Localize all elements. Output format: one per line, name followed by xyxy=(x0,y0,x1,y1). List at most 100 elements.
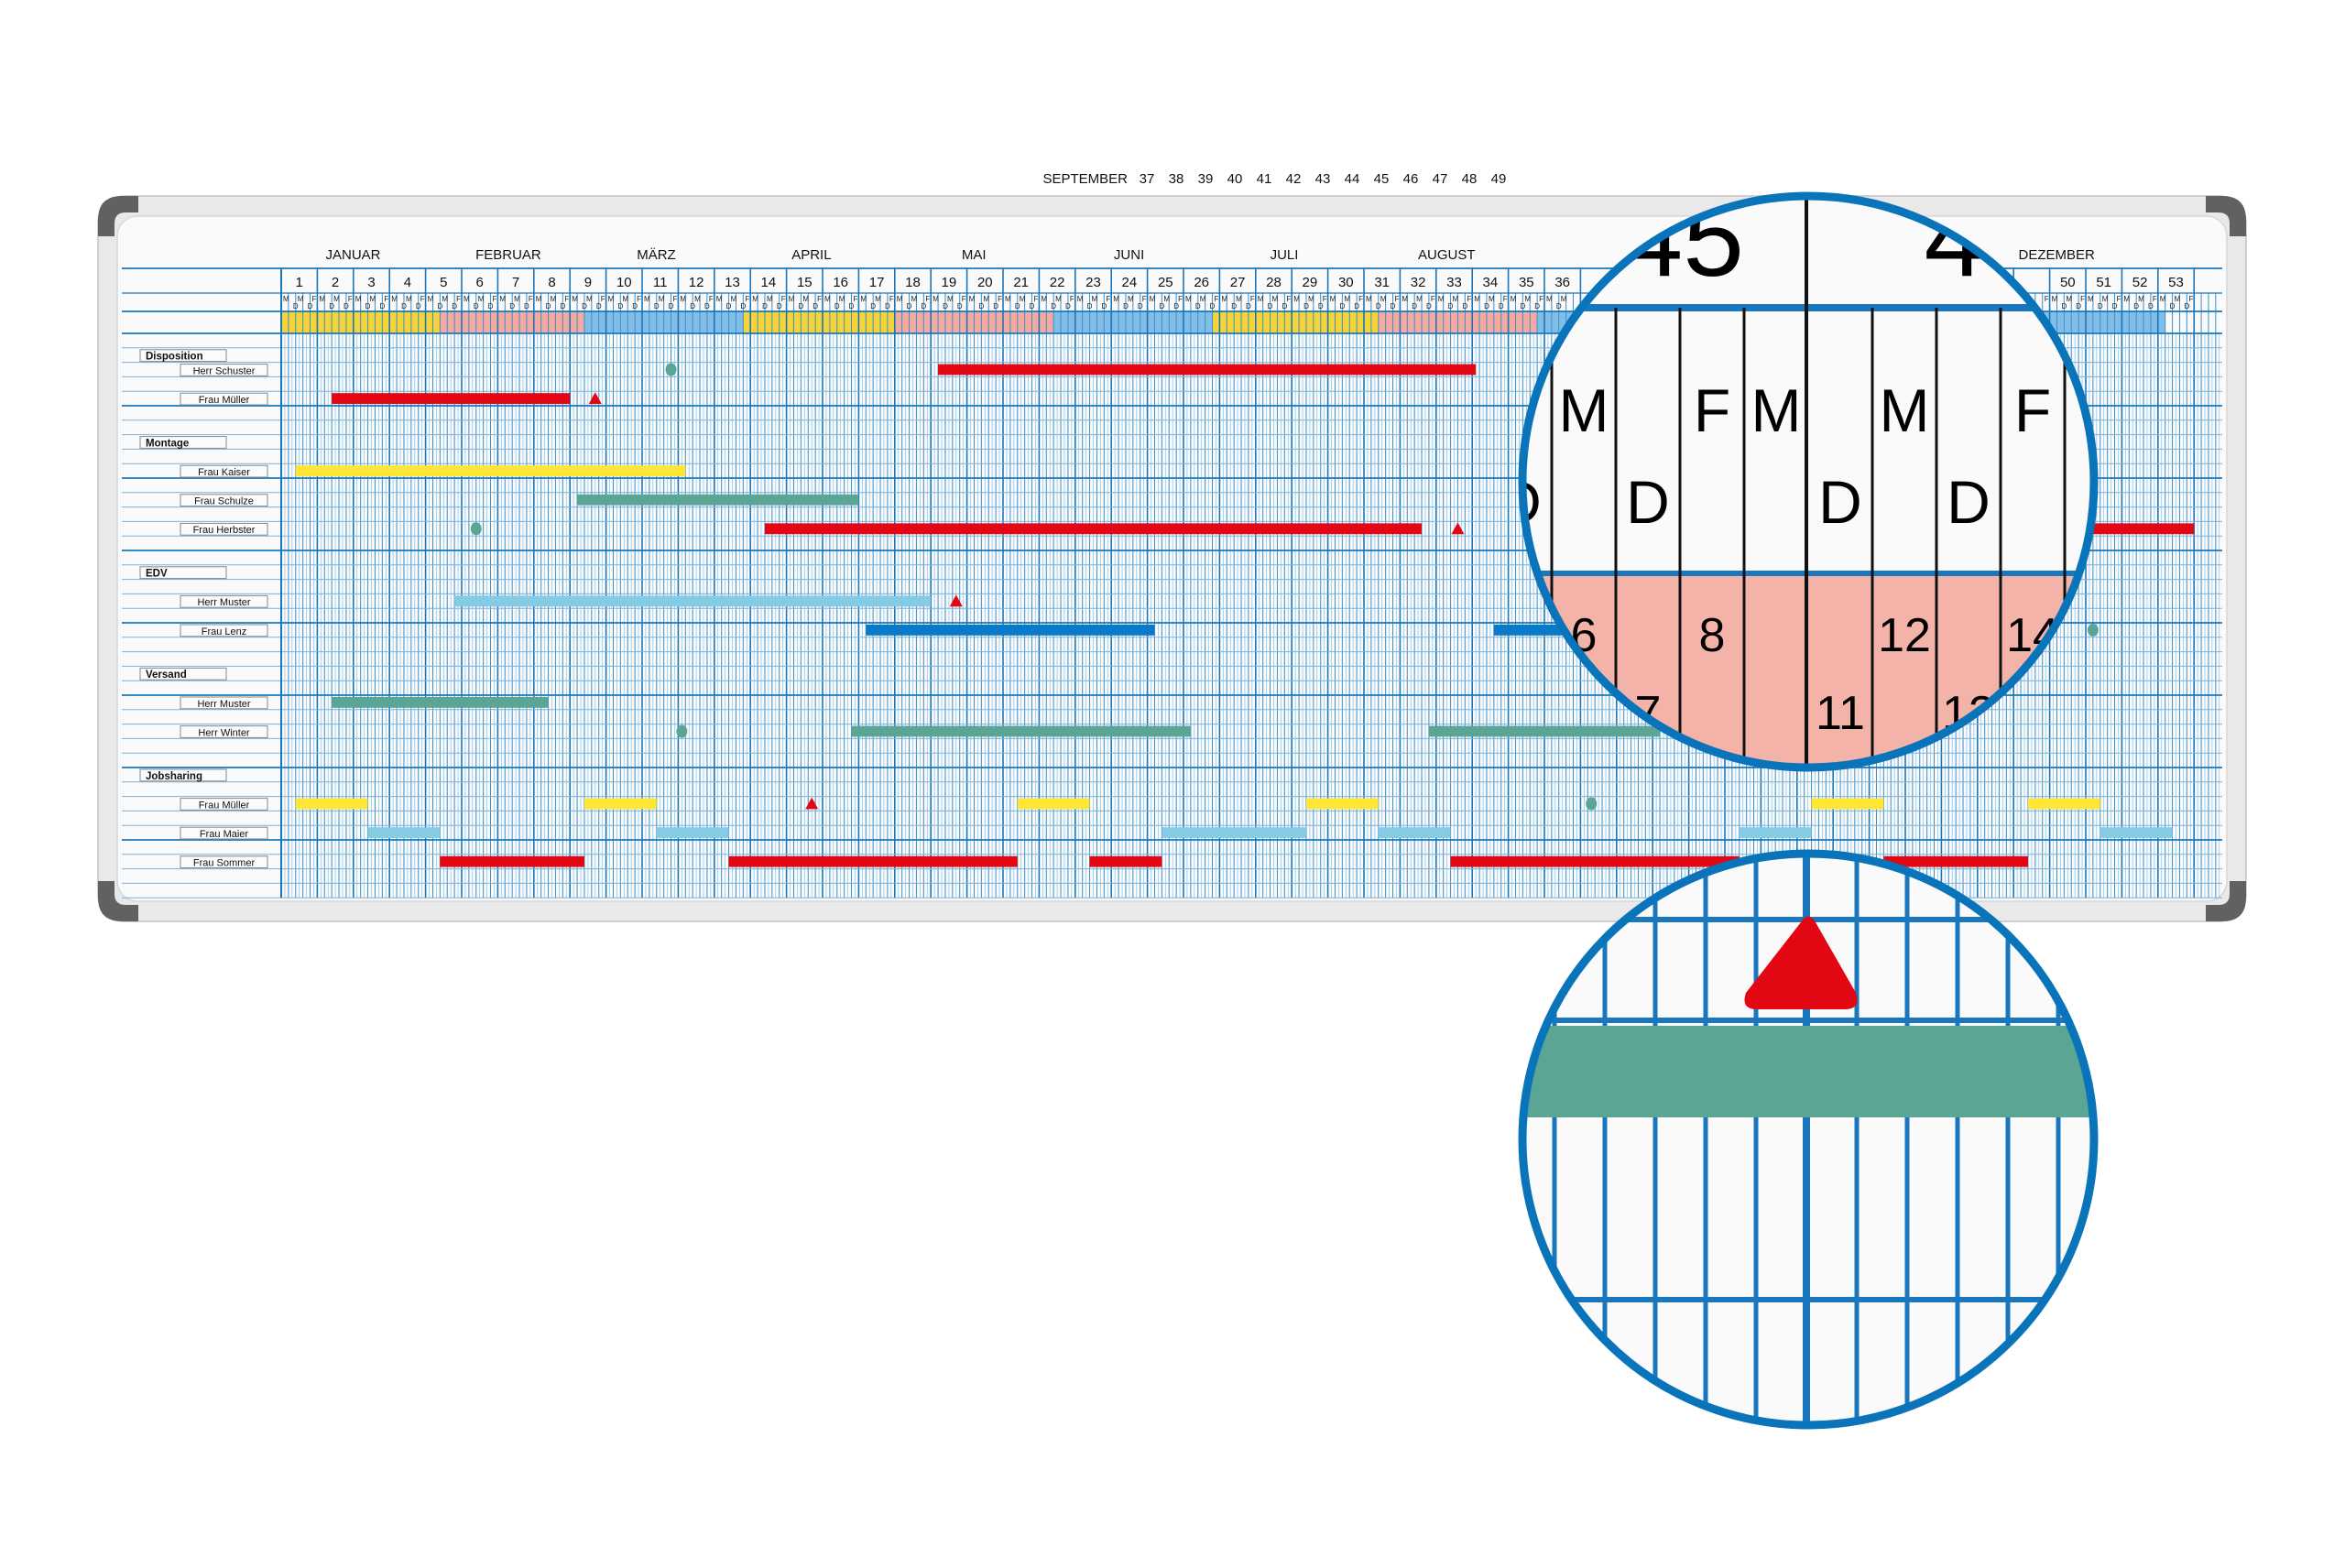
week-number: 49 xyxy=(1491,171,1507,187)
weekday-letter: M xyxy=(694,295,701,303)
person-label: Frau Müller xyxy=(199,395,250,406)
group-label: Versand xyxy=(146,670,187,681)
weekday-letter: F xyxy=(781,295,786,303)
weekday-letter: D xyxy=(1462,302,1467,310)
magnifier-bottom-content xyxy=(1522,854,2094,1425)
weekday-letter: D xyxy=(617,302,623,310)
person-label-box xyxy=(180,364,268,376)
weekday-letter: F xyxy=(709,295,714,303)
week-number: 26 xyxy=(1194,275,1209,290)
week-number: 52 xyxy=(2132,275,2148,290)
weekday-letter: M xyxy=(1128,295,1134,303)
weekday-letter: M xyxy=(1344,295,1350,303)
weekday-letter: D xyxy=(1426,302,1432,310)
weekday-letter: F xyxy=(1034,295,1039,303)
week-number: 46 xyxy=(1403,171,1419,187)
weekday-letter: M xyxy=(1366,295,1372,303)
week-number: 1 xyxy=(296,275,303,290)
month-label: MAI xyxy=(962,247,987,263)
week-number: 34 xyxy=(1483,275,1499,290)
weekday-letter: F xyxy=(745,295,749,303)
person-label: Frau Maier xyxy=(200,829,249,840)
weekday-letter: D xyxy=(1246,302,1251,310)
weekday-letter: D xyxy=(329,302,334,310)
person-label: Frau Müller xyxy=(199,800,250,811)
magnified-weekday-letter: M xyxy=(1880,376,1930,444)
weekday-letter: M xyxy=(572,295,578,303)
weekday-letter: M xyxy=(789,295,795,303)
person-label: Herr Muster xyxy=(197,699,250,710)
magnifier-ring xyxy=(1518,849,2099,1430)
weekday-letter: M xyxy=(911,295,918,303)
planning-bar-lightblue xyxy=(454,595,932,607)
weekday-letter: M xyxy=(1546,295,1553,303)
weekday-letter: D xyxy=(740,302,746,310)
planning-bar-yellow xyxy=(295,465,686,476)
weekday-letter: D xyxy=(798,302,803,310)
weekday-letter: D xyxy=(2133,302,2139,310)
weekday-letter: M xyxy=(752,295,758,303)
weekday-letter: D xyxy=(2184,302,2189,310)
weekday-letter: M xyxy=(1272,295,1279,303)
week-number: 37 xyxy=(1140,171,1155,187)
week-number: 53 xyxy=(2168,275,2184,290)
weekday-letter: D xyxy=(1499,302,1504,310)
weekday-letter: D xyxy=(1339,302,1345,310)
magnified-weekday-letter: D xyxy=(1818,468,1862,536)
weekday-letter: F xyxy=(854,295,858,303)
weekday-letter: M xyxy=(2052,295,2058,303)
week-number: 33 xyxy=(1446,275,1462,290)
weekday-letter: M xyxy=(319,295,325,303)
month-label: JULI xyxy=(1271,247,1299,263)
weekday-letter: D xyxy=(452,302,457,310)
weekday-letter: M xyxy=(442,295,448,303)
weekday-letter: M xyxy=(947,295,954,303)
weekday-letter: D xyxy=(921,302,926,310)
week-number: 11 xyxy=(653,275,668,290)
weekday-letter: M xyxy=(283,295,289,303)
week-number: 35 xyxy=(1519,275,1534,290)
frame-corner-cap xyxy=(2206,196,2246,236)
planning-bar-teal xyxy=(332,697,549,708)
weekday-letter: D xyxy=(437,302,442,310)
group-label-box xyxy=(139,436,227,449)
weekday-letter: M xyxy=(1524,295,1531,303)
weekday-letter: M xyxy=(680,295,686,303)
person-label-box xyxy=(180,725,268,738)
weekday-letter: M xyxy=(2123,295,2130,303)
person-label-box xyxy=(180,494,268,507)
weekday-letter: M xyxy=(933,295,939,303)
week-number: 8 xyxy=(548,275,555,290)
weekday-letter: F xyxy=(312,295,317,303)
week-number: 48 xyxy=(1462,171,1478,187)
weekday-letter: M xyxy=(1308,295,1314,303)
weekday-letter: D xyxy=(488,302,494,310)
weekday-letter: D xyxy=(978,302,984,310)
weekday-letter: M xyxy=(1221,295,1227,303)
weekday-letter: D xyxy=(1173,302,1179,310)
planning-bar-lightblue xyxy=(656,827,729,838)
week-number: 32 xyxy=(1411,275,1426,290)
weekday-letter: D xyxy=(1065,302,1071,310)
month-label: FEBRUAR xyxy=(475,247,541,263)
weekday-letter: M xyxy=(1005,295,1011,303)
weekday-letter: F xyxy=(2045,295,2049,303)
week-number: 9 xyxy=(584,275,592,290)
weekday-letter: M xyxy=(2160,295,2166,303)
weekday-letter: F xyxy=(1358,295,1363,303)
weekday-letter: M xyxy=(716,295,723,303)
weekday-letter: M xyxy=(1185,295,1192,303)
weekday-letter: M xyxy=(1416,295,1423,303)
weekday-letter: D xyxy=(1210,302,1216,310)
month-date-band xyxy=(743,311,895,333)
frame-corner-cap xyxy=(2206,881,2246,921)
week-number: 41 xyxy=(1257,171,1272,187)
planning-bar-blue xyxy=(866,625,1155,636)
week-number: 16 xyxy=(833,275,848,290)
weekday-letter: D xyxy=(308,302,313,310)
weekday-letter: M xyxy=(1293,295,1300,303)
weekday-letter: D xyxy=(2170,302,2176,310)
weekday-letter: M xyxy=(875,295,881,303)
month-date-band xyxy=(1212,311,1379,333)
week-number: 12 xyxy=(689,275,704,290)
